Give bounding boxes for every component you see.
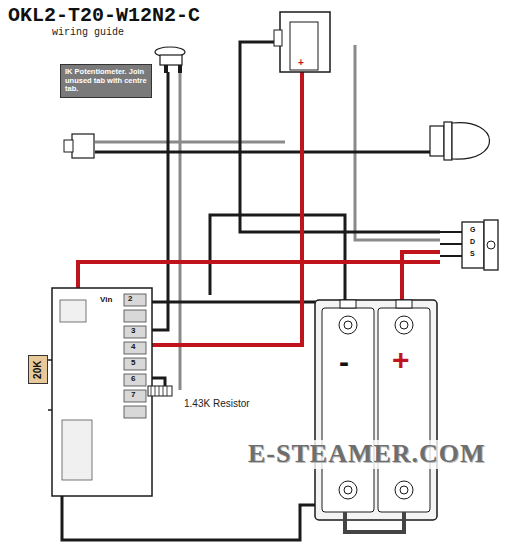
board-chip	[60, 300, 86, 322]
black-wire	[240, 42, 440, 232]
battery-terminal	[339, 481, 357, 499]
resistor-bands	[151, 386, 167, 396]
callout-box: IK Potentiometer. Join unused tab with c…	[60, 64, 152, 98]
switch	[274, 12, 330, 72]
board-pad	[124, 294, 146, 306]
cell-bay	[378, 308, 430, 512]
button-dome	[452, 123, 490, 160]
battery-holder	[315, 300, 437, 532]
polarity-mark: +	[298, 57, 304, 68]
battery-terminal	[395, 316, 413, 334]
cell-bay	[322, 308, 374, 512]
switch-lever	[290, 22, 318, 70]
battery-terminal	[400, 486, 408, 494]
board-pad	[124, 390, 146, 402]
battery-terminal	[400, 321, 408, 329]
pin-number: 7	[131, 391, 135, 400]
charger-port	[64, 134, 94, 158]
board-pad	[124, 406, 146, 418]
pin-number: 2	[128, 295, 132, 304]
polarity-mark: -	[339, 345, 349, 378]
board-pad	[124, 342, 146, 354]
pin-number: 4	[131, 343, 135, 352]
red-wire	[150, 70, 302, 345]
battery-terminal	[339, 316, 357, 334]
board-chip	[62, 420, 92, 480]
battery-terminal	[344, 321, 352, 329]
driver-board	[48, 288, 172, 496]
watermark: E-STEAMER.COM	[246, 440, 488, 469]
pin-number: 5	[131, 359, 135, 368]
component-value: 20K	[32, 360, 44, 378]
black-wire	[95, 151, 432, 154]
mosfet-pin	[440, 231, 462, 233]
port-body	[72, 134, 94, 158]
pin-name: G	[470, 226, 475, 234]
black-wire	[62, 495, 316, 540]
switch-body	[280, 12, 330, 72]
board-pad	[124, 326, 146, 338]
terminal-tab	[340, 300, 356, 308]
mosfet-pin	[440, 255, 462, 257]
switch-tab	[274, 30, 282, 46]
part-name: 1.43K Resistor	[182, 398, 252, 409]
mosfet-hole	[487, 241, 495, 249]
resistor-lead	[48, 409, 52, 411]
gray-wire	[179, 72, 182, 390]
pin-name: S	[470, 250, 475, 258]
mosfet-pin	[440, 243, 462, 245]
subtitle: wiring guide	[52, 27, 124, 38]
pin-number: 3	[131, 327, 135, 336]
mosfet	[440, 220, 498, 270]
terminal-tab	[396, 300, 412, 308]
battery-terminal	[395, 481, 413, 499]
potentiometer	[155, 47, 185, 73]
resistor-lead	[48, 359, 52, 361]
gray-wire	[95, 141, 285, 144]
diagram-title: OKL2-T20-W12N2-C	[8, 5, 200, 27]
mosfet-tab	[484, 220, 498, 270]
board-pads	[124, 294, 146, 418]
board-pad	[124, 310, 146, 322]
mosfet-body	[462, 222, 484, 268]
resistor-box: 20K	[28, 355, 48, 384]
holder-outline	[315, 300, 437, 520]
series-bridge	[345, 512, 404, 532]
gray-wire	[355, 45, 440, 240]
button-thread	[430, 126, 444, 156]
board-pad	[124, 374, 146, 386]
board-pad	[124, 358, 146, 370]
pot-body	[160, 55, 182, 65]
board-outline	[52, 288, 152, 496]
polarity-mark: +	[392, 343, 410, 376]
resistor-symbol	[148, 386, 172, 396]
button-flange	[444, 122, 452, 160]
battery-terminal	[344, 486, 352, 494]
push-button	[430, 122, 490, 160]
pot-tab	[178, 65, 182, 73]
pin-name: Vin	[100, 296, 112, 305]
red-wire	[78, 262, 440, 290]
pin-name: D	[470, 238, 475, 246]
pot-tab	[164, 65, 168, 73]
callout-text: IK Potentiometer. Join unused tab with c…	[65, 68, 147, 94]
port-plug	[64, 140, 73, 152]
pin-number: 6	[131, 375, 135, 384]
